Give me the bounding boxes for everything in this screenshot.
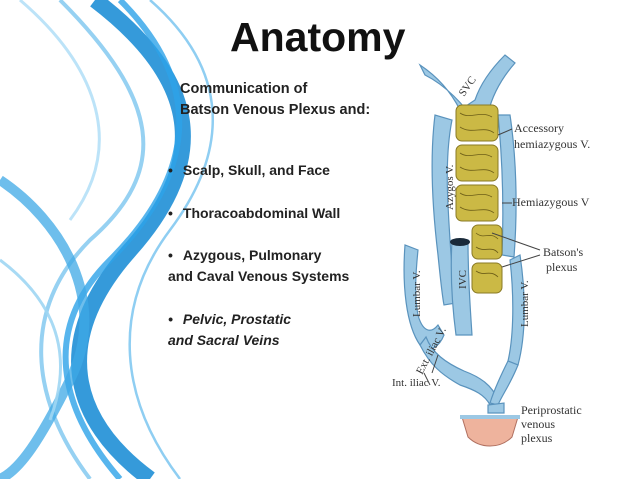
bullet-text-continued: and Sacral Veins — [168, 332, 280, 348]
azygos-label: Azygos V. — [444, 164, 456, 210]
periprostatic-label-line-1: Periprostatic — [521, 403, 582, 417]
pointer-lines — [423, 128, 541, 386]
plexus-mesh — [459, 112, 499, 278]
int-iliac-label: Int. iliac V. — [392, 377, 441, 389]
bullet-text: Scalp, Skull, and Face — [168, 162, 330, 178]
hemiazygous-label: Hemiazygous V — [512, 195, 590, 209]
subtitle-line-2: Batson Venous Plexus and: — [180, 102, 371, 118]
periprostatic-label-line-3: plexus — [521, 431, 553, 445]
bullet-item: Scalp, Skull, and Face — [168, 160, 330, 181]
bullet-text: Thoracoabdominal Wall — [168, 205, 340, 221]
bullet-text-continued: and Caval Venous Systems — [168, 268, 350, 284]
subtitle-line-1: Communication of — [180, 81, 308, 97]
bullet-text: Azygous, Pulmonary — [168, 245, 349, 266]
page-title: Anatomy — [230, 14, 406, 60]
accessory-label-line-2: hemiazygous V. — [514, 137, 590, 151]
ivc-opening — [450, 238, 470, 246]
bullet-item: Pelvic, Prostatic and Sacral Veins — [168, 309, 291, 351]
svc-label: SVC — [457, 74, 479, 98]
bullet-item: Thoracoabdominal Wall — [168, 203, 340, 224]
bullet-item: Azygous, Pulmonary and Caval Venous Syst… — [168, 245, 349, 287]
batsons-label-line-1: Batson's — [543, 245, 583, 259]
periprostatic-label-line-2: venous — [521, 417, 555, 431]
lumbar-right-label: Lumbar V. — [519, 280, 531, 327]
lumbar-left-label: Lumbar V. — [411, 270, 423, 317]
subtitle: Communication of Batson Venous Plexus an… — [180, 79, 370, 121]
vein-network — [403, 54, 525, 414]
periprostatic-plexus — [460, 415, 520, 447]
bullet-text: Pelvic, Prostatic — [168, 309, 291, 330]
ivc-label: IVC — [457, 270, 469, 289]
venous-plexus-diagram: SVC Accessory hemiazygous V. Azygos V. H… — [392, 54, 590, 447]
accessory-label-line-1: Accessory — [514, 121, 564, 135]
batsons-label-line-2: plexus — [546, 260, 578, 274]
